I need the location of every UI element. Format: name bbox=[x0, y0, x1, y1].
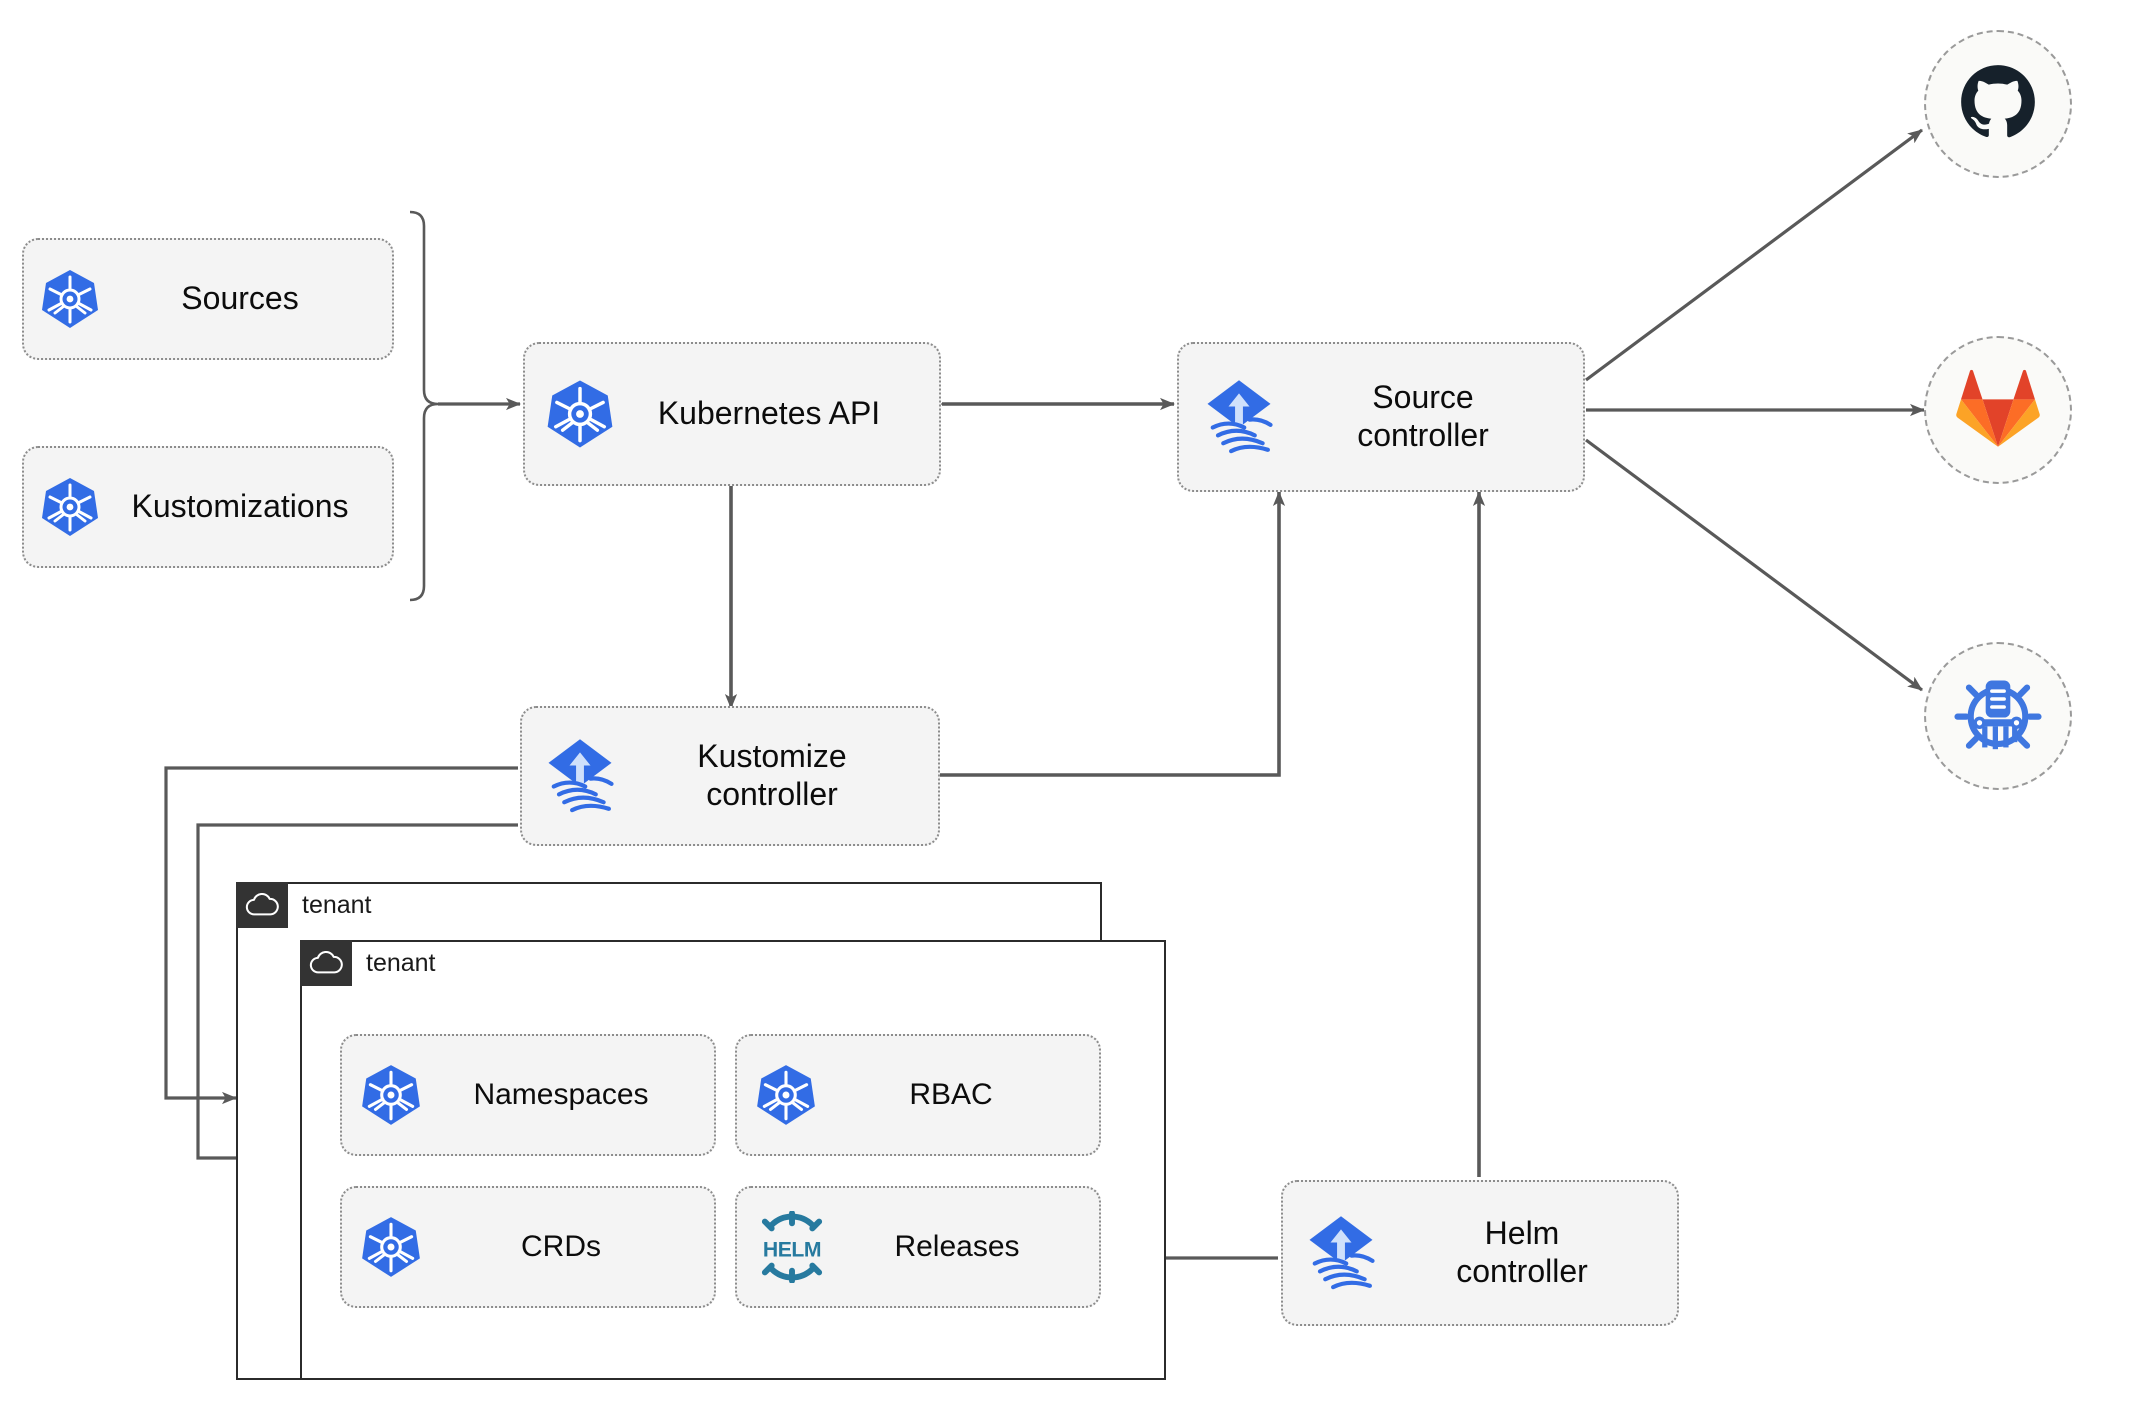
kubernetes-icon bbox=[38, 267, 102, 331]
card-label: CRDs bbox=[521, 1230, 601, 1264]
node-helm-controller[interactable]: Helm controller bbox=[1281, 1180, 1679, 1326]
node-label: Helm controller bbox=[1456, 1215, 1588, 1289]
edge-kustomize-source bbox=[940, 491, 1286, 777]
card-crds[interactable]: CRDs bbox=[340, 1186, 716, 1308]
node-kubernetes-api[interactable]: Kubernetes API bbox=[523, 342, 941, 486]
card-releases[interactable]: HELM Releases bbox=[735, 1186, 1101, 1308]
card-label: Kustomizations bbox=[131, 488, 349, 525]
card-namespaces[interactable]: Namespaces bbox=[340, 1034, 716, 1156]
helm-repository-icon bbox=[1954, 670, 2042, 763]
cloud-icon bbox=[300, 940, 352, 986]
card-label: Namespaces bbox=[473, 1078, 649, 1112]
endpoint-gitlab[interactable] bbox=[1924, 336, 2072, 484]
edge-source-github bbox=[1585, 128, 1923, 382]
tenant-header: tenant bbox=[236, 882, 372, 928]
gitlab-icon bbox=[1955, 367, 2041, 454]
github-icon bbox=[1956, 60, 2040, 149]
tenant-container-inner[interactable]: tenant bbox=[300, 940, 1166, 1380]
endpoint-helm-repository[interactable] bbox=[1924, 642, 2072, 790]
flux-icon bbox=[1197, 375, 1281, 459]
kubernetes-icon bbox=[358, 1214, 424, 1280]
card-label: RBAC bbox=[909, 1078, 993, 1112]
tenant-label: tenant bbox=[302, 890, 372, 919]
node-label: Source controller bbox=[1357, 379, 1489, 453]
endpoint-github[interactable] bbox=[1924, 30, 2072, 178]
cloud-icon bbox=[236, 882, 288, 928]
kubernetes-icon bbox=[753, 1062, 819, 1128]
kubernetes-icon bbox=[358, 1062, 424, 1128]
bracket-path bbox=[409, 210, 439, 602]
flux-icon bbox=[538, 734, 622, 818]
node-kustomize-controller[interactable]: Kustomize controller bbox=[520, 706, 940, 846]
node-label: Kustomize controller bbox=[697, 738, 847, 812]
card-rbac[interactable]: RBAC bbox=[735, 1034, 1101, 1156]
node-source-controller[interactable]: Source controller bbox=[1177, 342, 1585, 492]
kubernetes-icon bbox=[38, 475, 102, 539]
edge-source-helmrepo bbox=[1585, 438, 1923, 692]
kubernetes-icon bbox=[543, 377, 617, 451]
tenant-header: tenant bbox=[300, 940, 436, 986]
helm-icon: HELM bbox=[753, 1211, 831, 1283]
card-kustomizations[interactable]: Kustomizations bbox=[22, 446, 394, 568]
tenant-label: tenant bbox=[366, 948, 436, 977]
flux-icon bbox=[1299, 1211, 1383, 1295]
svg-text:HELM: HELM bbox=[763, 1238, 821, 1261]
card-label: Sources bbox=[181, 280, 299, 317]
card-sources[interactable]: Sources bbox=[22, 238, 394, 360]
node-label: Kubernetes API bbox=[657, 395, 881, 432]
card-label: Releases bbox=[894, 1230, 1020, 1264]
